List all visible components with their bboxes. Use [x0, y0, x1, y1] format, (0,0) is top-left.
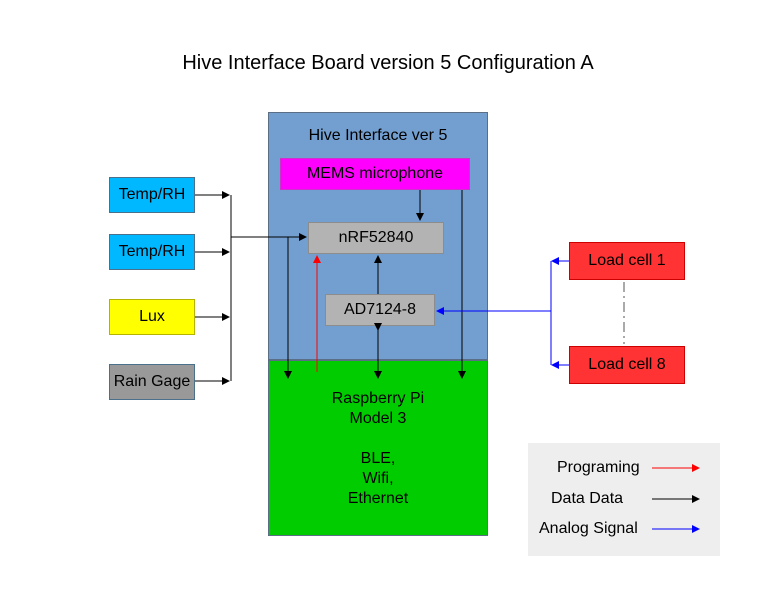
hive-interface-label: Hive Interface ver 5: [308, 127, 448, 144]
nrf-label: nRF52840: [338, 229, 414, 246]
sensor-label: Temp/RH: [118, 186, 186, 203]
ad7124-block: AD7124-8: [325, 294, 435, 326]
rpi-ble-label: BLE,: [360, 450, 396, 467]
legend-analog-label: Analog Signal: [539, 520, 638, 537]
legend-data-label: Data Data: [551, 490, 624, 507]
diagram-title: Hive Interface Board version 5 Configura…: [182, 52, 594, 74]
adc-label: AD7124-8: [343, 301, 417, 318]
rain-gage-sensor: Rain Gage: [109, 364, 195, 400]
mems-label: MEMS microphone: [306, 165, 444, 182]
mems-microphone-block: MEMS microphone: [280, 158, 470, 190]
sensor-bus: [195, 191, 307, 385]
sensor-label: Temp/RH: [118, 243, 186, 260]
lux-sensor: Lux: [109, 299, 195, 335]
sensor-label: Lux: [139, 308, 165, 325]
load-cell-label: Load cell 8: [588, 356, 666, 373]
sensor-label: Rain Gage: [113, 373, 191, 390]
rpi-name-label: Raspberry Pi: [331, 390, 425, 407]
temp-rh-sensor-1: Temp/RH: [109, 177, 195, 213]
nrf52840-block: nRF52840: [308, 222, 444, 254]
load-cell-1: Load cell 1: [569, 242, 685, 280]
load-cell-label: Load cell 1: [588, 252, 666, 269]
rpi-wifi-label: Wifi,: [362, 470, 394, 487]
raspberry-pi-panel: Raspberry Pi Model 3 BLE, Wifi, Ethernet: [268, 360, 488, 536]
rpi-ethernet-label: Ethernet: [347, 490, 409, 507]
analog-signal-lines: [436, 257, 569, 369]
mems-links: [416, 190, 466, 379]
rpi-model-label: Model 3: [349, 410, 407, 427]
load-cell-8: Load cell 8: [569, 346, 685, 384]
legend-programming-label: Programing: [557, 459, 640, 476]
temp-rh-sensor-2: Temp/RH: [109, 234, 195, 270]
